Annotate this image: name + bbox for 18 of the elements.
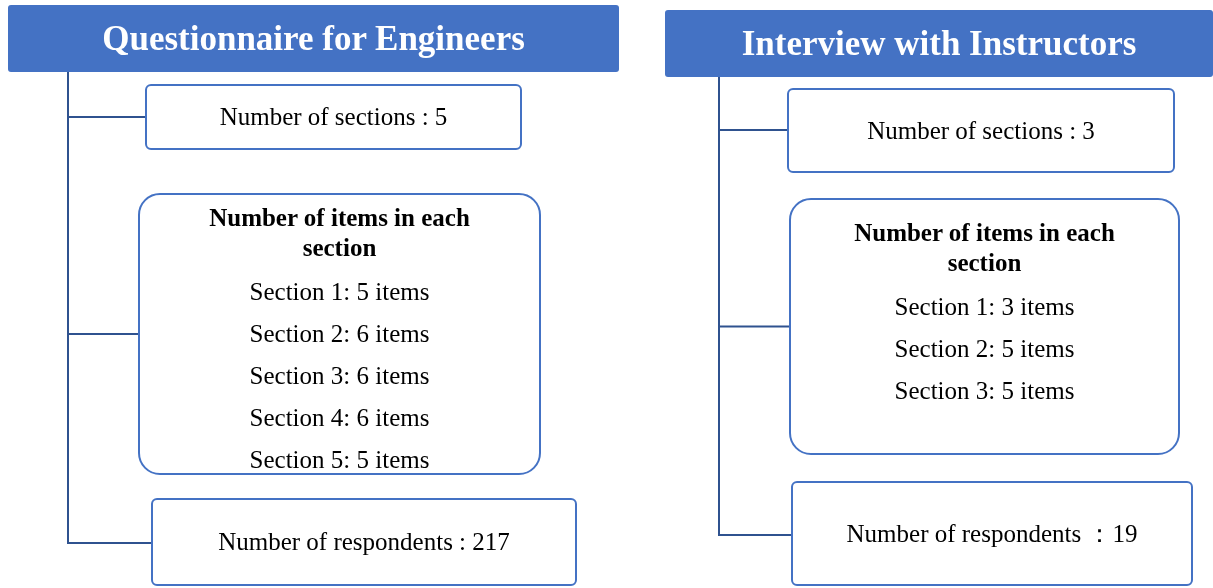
info-box: Number of sections : 3 (787, 88, 1175, 173)
list-item: Section 3: 5 items (894, 376, 1075, 406)
info-box: Number of respondents : 217 (151, 498, 577, 586)
info-box (138, 193, 541, 475)
list-item: Section 4: 6 items (249, 403, 430, 433)
box-heading: Number of items in each section (208, 203, 471, 263)
list-item: Section 1: 5 items (249, 277, 430, 307)
info-box: Number of respondents ：19 (791, 481, 1193, 586)
info-box (789, 198, 1180, 455)
list-item: Section 1: 3 items (894, 292, 1075, 322)
title-banner: Questionnaire for Engineers (8, 5, 619, 72)
info-box: Number of sections : 5 (145, 84, 522, 150)
list-item: Section 3: 6 items (249, 361, 430, 391)
list-item: Section 2: 6 items (249, 319, 430, 349)
box-heading: Number of items in each section (853, 218, 1116, 278)
list-item: Section 5: 5 items (249, 445, 430, 475)
list-item: Section 2: 5 items (894, 334, 1075, 364)
title-banner: Interview with Instructors (665, 10, 1213, 77)
